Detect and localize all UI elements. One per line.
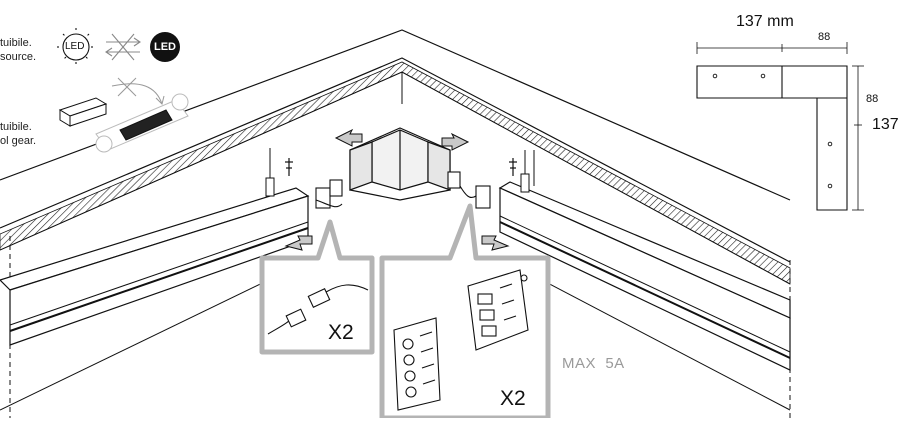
note-line-4: ol gear. xyxy=(0,135,37,147)
led-badge-label: LED xyxy=(154,40,176,53)
dimension-total-height: 137 xyxy=(872,116,899,133)
note-line-3: tuibile. xyxy=(0,121,32,133)
hangers xyxy=(265,148,535,197)
joint-connectors xyxy=(315,171,491,209)
dimension-drawing xyxy=(696,42,864,211)
dimension-inner-width: 88 xyxy=(818,31,831,43)
dimension-inner-height: 88 xyxy=(866,93,879,105)
dimension-total-width: 137 mm xyxy=(736,13,794,30)
left-profile xyxy=(0,187,311,411)
left-connector-quantity: X2 xyxy=(328,321,354,344)
led-bulb-icon xyxy=(62,33,90,61)
note-line-2: source. xyxy=(0,51,37,63)
note-line-1: tuibile. xyxy=(0,37,32,49)
screw-icons xyxy=(285,158,517,176)
no-swap-icon xyxy=(105,33,141,61)
led-badge: LED xyxy=(150,32,180,62)
max-current-label: MAX 5A xyxy=(562,355,625,372)
corner-joint xyxy=(349,127,451,201)
right-profile xyxy=(498,181,791,411)
multi-pin-connectors xyxy=(393,269,529,411)
led-icons xyxy=(57,28,141,66)
ceiling-lower-lines xyxy=(0,71,791,285)
small-connector-pair xyxy=(267,284,369,335)
direction-arrows xyxy=(284,128,510,251)
led-circle-label: LED xyxy=(65,41,85,52)
driver-icons xyxy=(58,77,189,153)
right-connector-quantity: X2 xyxy=(500,387,526,410)
